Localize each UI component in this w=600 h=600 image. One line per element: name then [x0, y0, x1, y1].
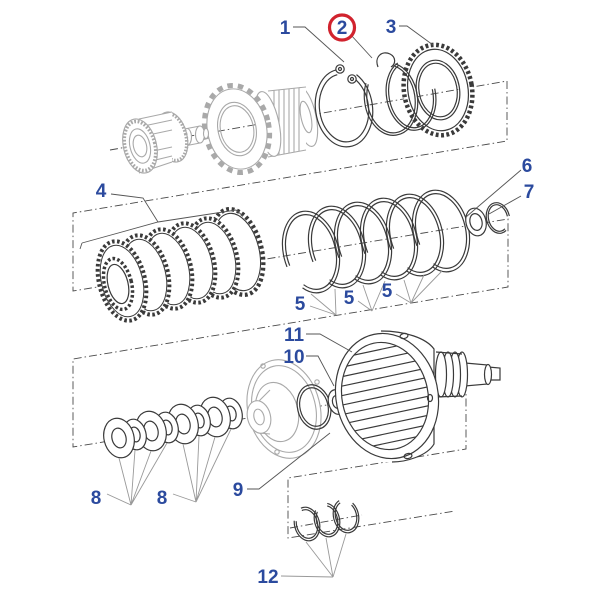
- callout-4: 4: [96, 181, 107, 202]
- clutch-disc-pack-4: [86, 202, 274, 330]
- callout-8a: 8: [91, 488, 102, 509]
- piston-9: [246, 359, 322, 459]
- spring-washers-8: [99, 393, 247, 462]
- input-hub-assembly: [122, 82, 319, 176]
- callout-labels: 1 2 3 4 5 5 5 6 7 8 8 9 10 11 12: [91, 13, 535, 588]
- leader-lines: [79, 25, 522, 578]
- hooked-ring-2: [363, 52, 419, 136]
- callout-5a: 5: [295, 294, 306, 315]
- backing-c-ring: [385, 59, 437, 131]
- clutch-drum-11: [333, 330, 501, 463]
- callout-9: 9: [233, 480, 244, 501]
- snap-ring-1: [314, 64, 374, 148]
- drum-shaft: [434, 351, 501, 398]
- seal-rings-5: [273, 183, 479, 300]
- snap-ring-7: [485, 202, 511, 234]
- callout-8b: 8: [157, 488, 168, 509]
- seal-rings-12: [293, 498, 360, 542]
- callout-10: 10: [283, 347, 304, 368]
- callout-11: 11: [284, 325, 305, 346]
- callout-2: 2: [337, 18, 348, 39]
- callout-3: 3: [386, 17, 397, 38]
- callout-2-highlight-circle: [327, 13, 357, 42]
- input-gear-drum: [122, 111, 189, 174]
- callout-7: 7: [524, 182, 535, 203]
- callout-6: 6: [522, 156, 533, 177]
- section-centerlines: [72, 80, 509, 539]
- callout-5b: 5: [344, 288, 355, 309]
- callout-5c: 5: [382, 281, 393, 302]
- ring-6: [465, 207, 487, 237]
- callout-1: 1: [280, 18, 291, 39]
- front-disc-splined-bore: [101, 256, 135, 312]
- callout-12: 12: [257, 567, 278, 588]
- synchro-gear-3: [401, 42, 475, 138]
